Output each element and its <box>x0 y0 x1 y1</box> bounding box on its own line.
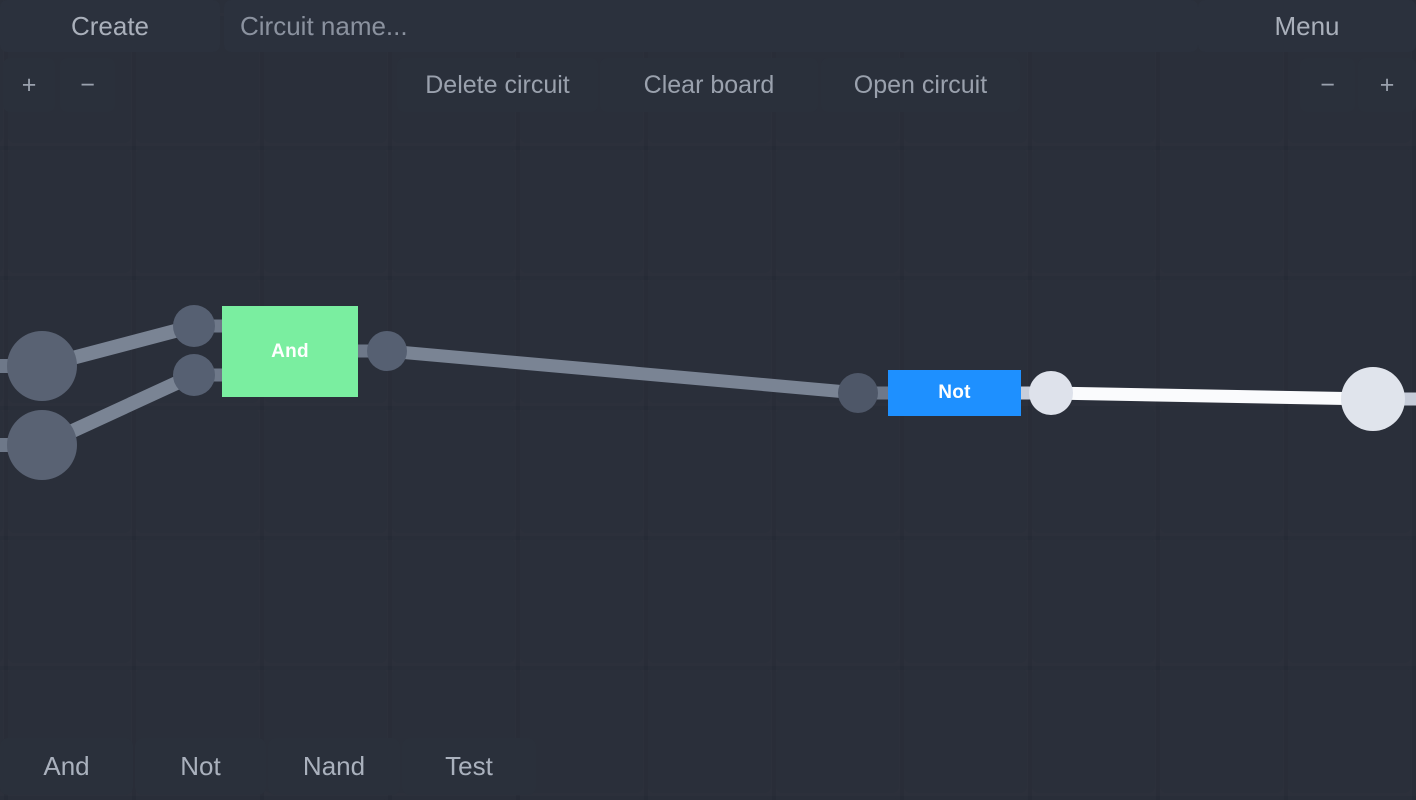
and-output-node[interactable] <box>367 331 407 371</box>
gate-label: And <box>271 340 309 362</box>
delete-circuit-button[interactable]: Delete circuit <box>397 58 598 112</box>
gate-and[interactable]: And <box>222 306 358 397</box>
palette-gate-test[interactable]: Test <box>402 738 536 795</box>
zoom-in-right-button[interactable]: + <box>1358 58 1416 112</box>
and-input-node-1[interactable] <box>173 305 215 347</box>
circuit-name-input[interactable] <box>224 0 1198 52</box>
input-node-a[interactable] <box>7 331 77 401</box>
not-output-node[interactable] <box>1029 371 1073 415</box>
palette-gate-and[interactable]: And <box>0 738 133 795</box>
not-input-node[interactable] <box>838 373 878 413</box>
open-circuit-button[interactable]: Open circuit <box>821 58 1020 112</box>
create-button[interactable]: Create <box>0 0 220 52</box>
input-node-b[interactable] <box>7 410 77 480</box>
zoom-in-left-button[interactable]: + <box>3 58 55 112</box>
menu-button[interactable]: Menu <box>1198 0 1416 52</box>
and-input-node-2[interactable] <box>173 354 215 396</box>
output-node[interactable] <box>1341 367 1405 431</box>
clear-board-button[interactable]: Clear board <box>600 58 818 112</box>
palette-gate-nand[interactable]: Nand <box>268 738 400 795</box>
zoom-out-left-button[interactable]: − <box>60 58 115 112</box>
palette-gate-not[interactable]: Not <box>135 738 266 795</box>
gate-not[interactable]: Not <box>888 370 1021 416</box>
gate-palette-toolbar: And Not Nand Test <box>0 738 1416 800</box>
zoom-out-right-button[interactable]: − <box>1300 58 1355 112</box>
gate-label: Not <box>938 382 971 403</box>
